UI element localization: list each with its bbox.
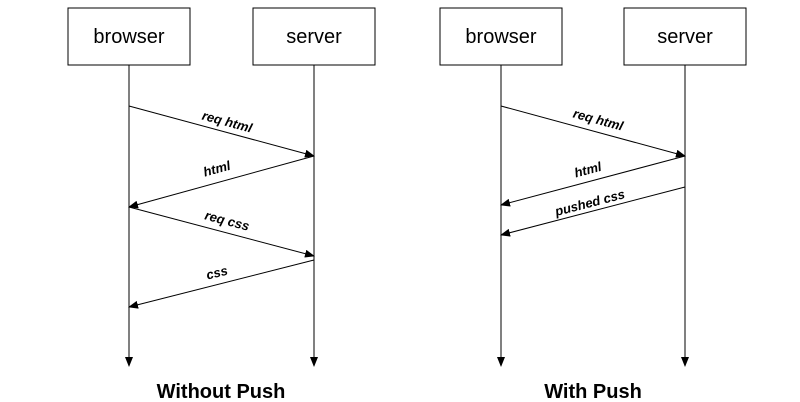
message-label: req css [203,208,251,234]
message-label: req html [200,108,254,136]
message-arrow [500,105,686,158]
message: html [500,155,686,207]
message-label: html [573,159,604,181]
message: pushed css [500,186,686,237]
diagram-caption: With Push [544,381,642,402]
participant-browser: browser [67,7,191,66]
message-label: html [202,158,233,180]
message-arrow [128,155,315,209]
diagram-with-push: browser server req html html pushed css … [439,7,747,402]
diagram-without-push: browser server req html html req css css… [67,7,376,402]
participant-box [623,7,747,66]
message: req html [128,105,315,158]
participant-box [439,7,563,66]
message: req html [500,105,686,158]
message-label: pushed css [552,186,626,219]
participant-label: browser [93,26,164,48]
participant-label: server [286,26,342,48]
message: html [128,155,315,209]
diagram-caption: Without Push [157,381,286,402]
message-arrow [128,206,315,258]
message: req css [128,206,315,258]
message-arrow [128,259,315,309]
message-arrow [500,155,686,207]
message-arrow [128,105,315,158]
participant-box [252,7,376,66]
message-label: req html [571,106,625,134]
participant-server: server [252,7,376,66]
message-label: css [205,263,230,283]
participant-browser: browser [439,7,563,66]
participant-server: server [623,7,747,66]
participant-label: server [657,26,713,48]
participant-label: browser [465,26,536,48]
participant-box [67,7,191,66]
message-arrow [500,186,686,237]
message: css [128,259,315,309]
